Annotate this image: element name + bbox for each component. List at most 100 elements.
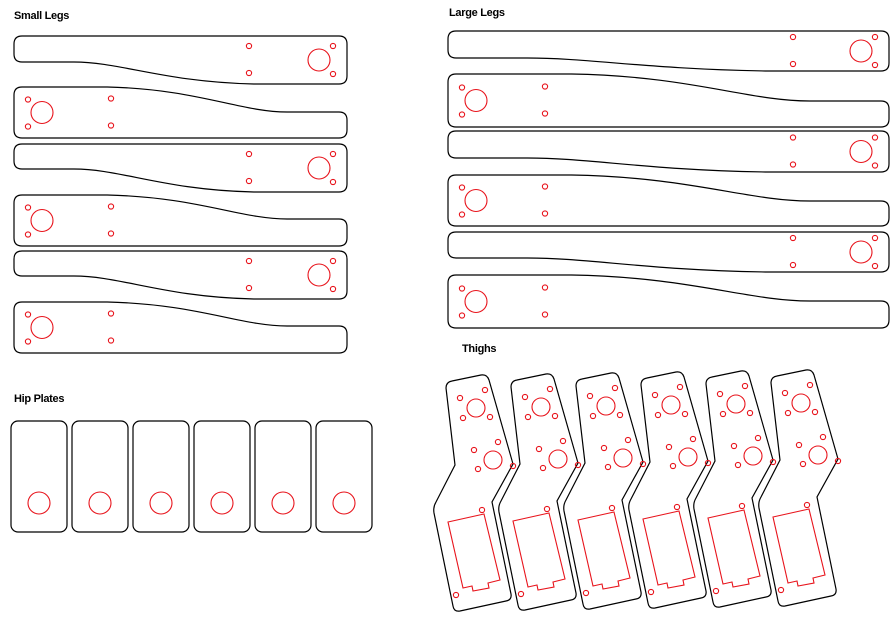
screw-hole <box>456 394 464 402</box>
hip-hole <box>88 491 112 515</box>
joint-hole <box>849 240 873 264</box>
screw-hole <box>719 410 727 418</box>
hip-plate <box>315 420 373 533</box>
screw-hole <box>789 134 797 141</box>
screw-hole <box>459 414 467 422</box>
screw-hole <box>608 504 616 512</box>
hip-plate <box>71 420 129 533</box>
joint-hole <box>808 445 828 465</box>
screw-hole <box>107 203 115 210</box>
screw-hole <box>871 234 879 242</box>
screw-hole <box>107 337 115 344</box>
screw-hole <box>541 110 549 117</box>
screw-hole <box>24 204 32 211</box>
screw-hole <box>789 234 797 242</box>
screw-hole <box>24 123 32 130</box>
joint-hole <box>30 100 54 125</box>
hip-plate <box>132 420 190 533</box>
screw-hole <box>795 441 803 449</box>
screw-hole <box>789 261 797 269</box>
leg-piece-left-end <box>447 73 890 128</box>
screw-hole <box>871 33 879 41</box>
screw-hole <box>458 111 466 118</box>
screw-hole <box>806 381 814 389</box>
screw-hole <box>329 178 337 186</box>
screw-hole <box>665 443 673 451</box>
screw-hole <box>871 61 879 69</box>
hip-hole <box>271 491 295 515</box>
screw-hole <box>559 437 567 445</box>
screw-hole <box>107 122 115 129</box>
leg-piece-right-end <box>447 30 890 72</box>
screw-hole <box>819 433 827 441</box>
leg-piece-left-end <box>13 86 348 139</box>
large-legs-title: Large Legs <box>449 7 505 19</box>
thigh-piece <box>433 374 517 612</box>
screw-hole <box>871 134 879 141</box>
screw-hole <box>647 588 655 596</box>
screw-hole <box>784 409 792 417</box>
screw-hole <box>541 210 549 217</box>
hip-hole <box>149 491 173 515</box>
screw-hole <box>624 436 632 444</box>
screw-hole <box>329 257 337 265</box>
screw-hole <box>481 386 489 394</box>
screw-hole <box>769 458 777 466</box>
joint-hole <box>307 48 331 72</box>
joint-hole <box>464 88 488 113</box>
screw-hole <box>329 70 337 78</box>
screw-hole <box>669 462 677 470</box>
screw-hole <box>458 184 466 191</box>
joint-hole <box>548 449 568 469</box>
hip-hole <box>27 491 51 515</box>
thigh-outline <box>628 371 709 609</box>
leg-piece-left-end <box>13 301 348 354</box>
screw-hole <box>716 390 724 398</box>
screw-hole <box>329 42 337 50</box>
screw-hole <box>651 391 659 399</box>
thighs-group <box>433 369 842 612</box>
small-legs-title: Small Legs <box>14 10 70 22</box>
screw-hole <box>329 285 337 293</box>
screw-hole <box>781 389 789 397</box>
leg-piece-right-end <box>447 231 890 273</box>
screw-hole <box>789 60 797 68</box>
joint-hole <box>849 139 873 164</box>
screw-hole <box>521 393 529 401</box>
screw-hole <box>245 177 253 185</box>
screw-hole <box>871 262 879 270</box>
joint-hole <box>483 450 503 470</box>
screw-hole <box>777 586 785 594</box>
screw-hole <box>541 183 549 190</box>
screw-hole <box>746 409 754 417</box>
battery-pocket <box>772 508 826 587</box>
screw-hole <box>458 84 466 91</box>
hip-plates-title: Hip Plates <box>14 393 65 405</box>
screw-hole <box>107 230 115 237</box>
screw-hole <box>604 463 612 471</box>
screw-hole <box>535 445 543 453</box>
joint-hole <box>678 447 698 467</box>
screw-hole <box>245 284 253 292</box>
screw-hole <box>458 312 466 319</box>
thigh-outline <box>693 370 774 608</box>
screw-hole <box>24 96 32 103</box>
screw-hole <box>586 392 594 400</box>
leg-piece-right-end <box>447 130 890 173</box>
screw-hole <box>704 459 712 467</box>
screw-hole <box>509 462 517 470</box>
screw-hole <box>654 411 662 419</box>
screw-hole <box>474 465 482 473</box>
thighs-title: Thighs <box>462 343 497 355</box>
screw-hole <box>245 69 253 77</box>
hip-plate <box>254 420 312 533</box>
joint-hole <box>531 397 551 417</box>
screw-hole <box>452 591 460 599</box>
joint-hole <box>596 396 616 416</box>
screw-hole <box>24 231 32 238</box>
leg-piece-right-end <box>13 35 348 85</box>
joint-hole <box>849 39 873 63</box>
joint-hole <box>661 395 681 415</box>
joint-hole <box>307 263 331 287</box>
screw-hole <box>789 33 797 41</box>
